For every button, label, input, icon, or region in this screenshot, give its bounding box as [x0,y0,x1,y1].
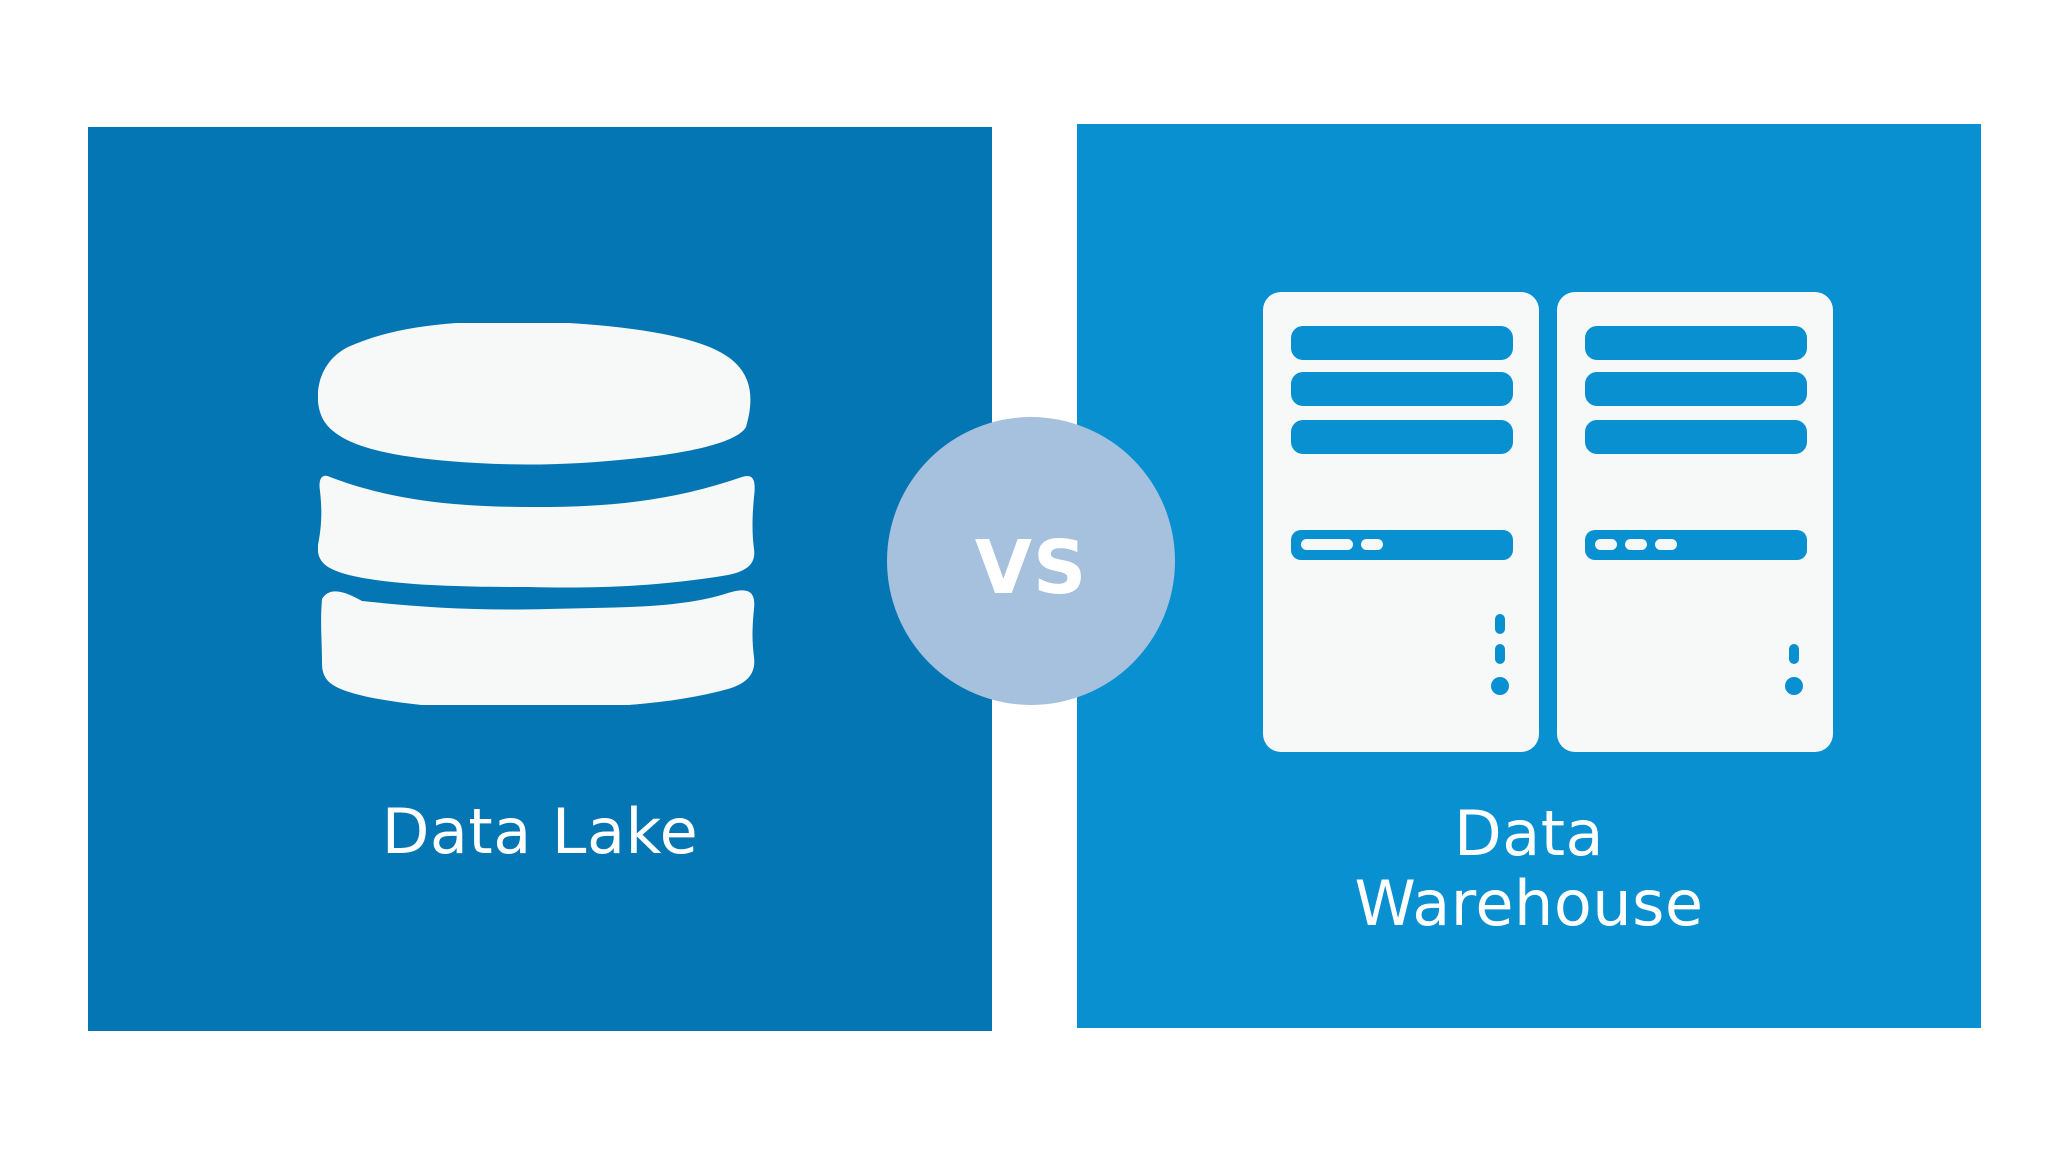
database-bottom-disk [321,590,755,705]
data-lake-label: Data Lake [381,795,699,868]
server-rack-left [1263,292,1539,752]
data-lake-panel: Data Lake [88,127,992,1031]
vs-badge: VS [887,417,1175,705]
server-rack-right [1557,292,1833,752]
data-warehouse-label: Data Warehouse [1077,799,1981,939]
database-icon [318,323,755,705]
data-warehouse-label-line1: Data [1453,797,1605,870]
data-warehouse-panel: Data Warehouse [1077,124,1981,1028]
vs-label: VS [974,525,1088,611]
data-warehouse-label-line2: Warehouse [1354,867,1704,940]
database-middle-disk [318,475,755,588]
database-top-disk [318,323,751,465]
server-racks-icon [1263,292,1833,752]
